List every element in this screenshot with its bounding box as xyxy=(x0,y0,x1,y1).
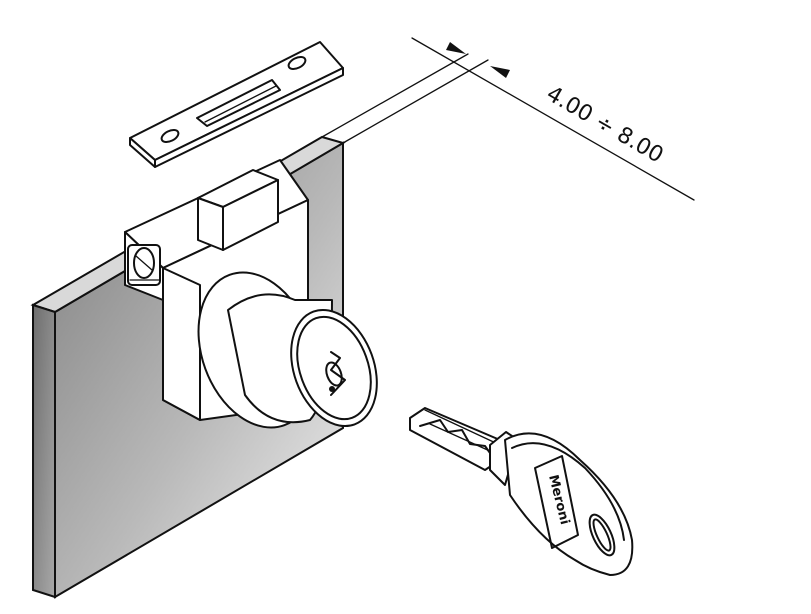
dimension-line xyxy=(411,37,695,201)
strike-hole-left xyxy=(160,129,180,143)
key: Meroni xyxy=(409,407,634,576)
dimension-label: 4.00 ÷ 8.00 xyxy=(542,82,667,169)
key-ring-hole xyxy=(588,513,616,557)
key-teeth xyxy=(419,419,496,461)
strike-plate xyxy=(129,41,344,168)
dimension-arrow-left xyxy=(446,42,466,54)
strike-slot xyxy=(196,79,281,127)
key-brand-plate xyxy=(534,455,579,549)
glass-panel-side xyxy=(32,303,56,599)
strike-hole-right xyxy=(287,56,307,70)
extension-lines xyxy=(321,53,489,144)
lock-body xyxy=(124,159,378,429)
dimension-arrow-right xyxy=(490,66,510,78)
cylinder-face xyxy=(290,308,378,428)
keyhole-icon xyxy=(325,351,346,396)
